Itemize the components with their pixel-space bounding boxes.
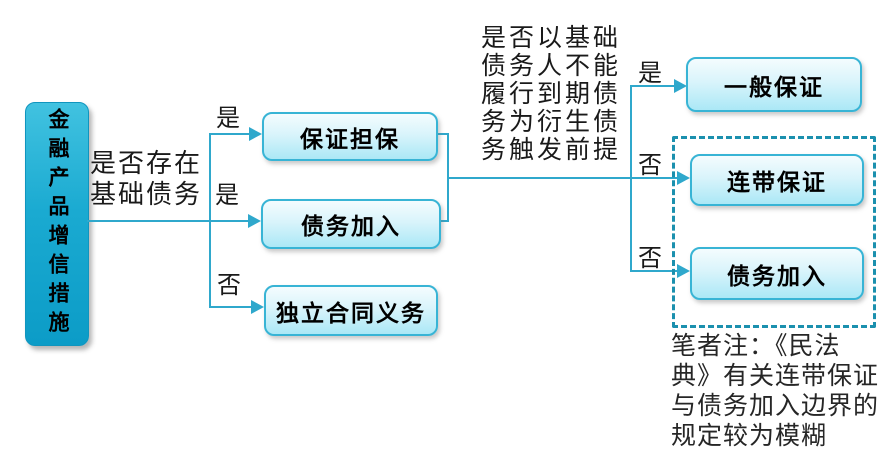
root-node-credit-enhancement: 金融产品增信措施 bbox=[25, 102, 89, 346]
branch-label-yes-1: 是 bbox=[216, 105, 240, 132]
arrowhead-no3-icon bbox=[677, 264, 690, 278]
connector-debt-accession-out bbox=[435, 220, 449, 222]
node-debt-accession-right-label: 债务加入 bbox=[727, 262, 827, 289]
connector-no3 bbox=[630, 270, 678, 272]
branch-label-no-3: 否 bbox=[638, 245, 662, 272]
connector-guarantee-out bbox=[432, 133, 449, 135]
connector-yes1 bbox=[209, 133, 250, 135]
node-general-guarantee: 一般保证 bbox=[686, 57, 862, 112]
question-trigger-premise: 是否以基础 债务人不能 履行到期债 务为衍生债 务触发前提 bbox=[481, 24, 622, 164]
arrowhead-yes1-icon bbox=[249, 127, 262, 141]
arrowhead-yes2-icon bbox=[248, 214, 261, 228]
connector-yes2 bbox=[209, 220, 249, 222]
node-guarantee-label: 保证担保 bbox=[300, 125, 400, 152]
root-node-label: 金融产品增信措施 bbox=[46, 108, 69, 340]
connector-root-out bbox=[87, 220, 209, 222]
arrowhead-no1-icon bbox=[251, 300, 264, 314]
node-joint-guarantee: 连带保证 bbox=[690, 154, 864, 206]
branch-label-no-2: 否 bbox=[638, 152, 662, 179]
branch-label-no-1: 否 bbox=[217, 272, 241, 299]
node-general-guarantee-label: 一般保证 bbox=[724, 73, 824, 100]
connector-yes3 bbox=[630, 85, 675, 87]
branch-label-yes-2: 是 bbox=[215, 182, 239, 209]
arrowhead-no2-icon bbox=[677, 171, 690, 185]
node-independent-obligation-label: 独立合同义务 bbox=[276, 299, 426, 326]
branch-label-yes-3: 是 bbox=[638, 60, 662, 87]
author-note: 笔者注：《民法 典》有关连带保证 与债务加入边界的 规定较为模糊 bbox=[671, 332, 880, 450]
dashed-group-ambiguous-boundary bbox=[672, 136, 876, 328]
node-debt-accession-label: 债务加入 bbox=[301, 213, 401, 239]
node-independent-obligation: 独立合同义务 bbox=[264, 285, 438, 336]
question-underlying-debt: 是否存在 基础债务 bbox=[90, 148, 203, 209]
connector-no2 bbox=[630, 177, 678, 179]
connector-no1 bbox=[209, 306, 252, 308]
node-debt-accession-right: 债务加入 bbox=[690, 247, 864, 300]
node-joint-guarantee-label: 连带保证 bbox=[727, 169, 827, 195]
arrowhead-yes3-icon bbox=[674, 79, 687, 93]
connector-merge-horizontal bbox=[447, 177, 632, 179]
node-guarantee: 保证担保 bbox=[262, 112, 438, 161]
node-debt-accession: 债务加入 bbox=[261, 199, 441, 249]
